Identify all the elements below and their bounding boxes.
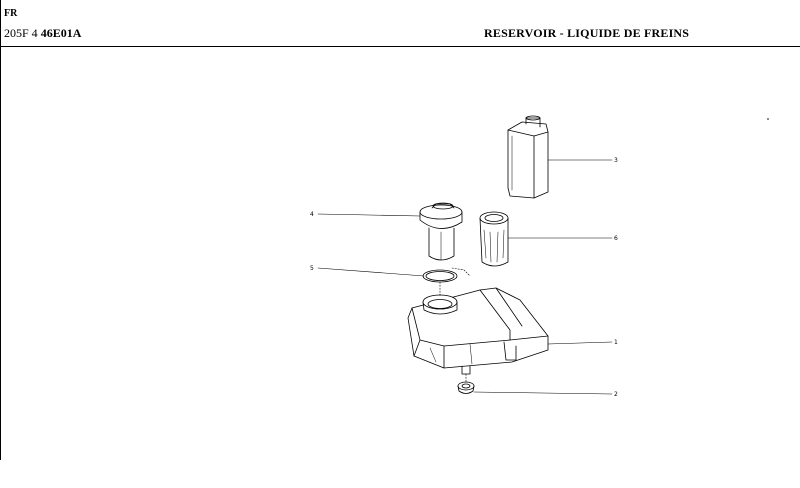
callout-4: 4 [310, 211, 314, 218]
callout-1: 1 [614, 339, 618, 346]
language-code: FR [4, 8, 18, 19]
page-code: 46E01A [40, 26, 82, 40]
filler-cap-part [419, 202, 463, 261]
callout-5: 5 [310, 265, 314, 272]
callout-2: 2 [614, 391, 618, 398]
model-prefix: 205F 4 [4, 26, 38, 40]
page-reference: 205F 4 46E01A [4, 26, 81, 41]
seal-ring-part [422, 269, 458, 283]
grommet-part [457, 381, 475, 394]
fluid-can-part [507, 115, 549, 199]
page-title: RESERVOIR - LIQUIDE DE FREINS [484, 26, 690, 40]
strainer-part [479, 211, 509, 267]
callout-6: 6 [614, 235, 618, 242]
leader-lines [317, 159, 613, 395]
callout-3: 3 [614, 157, 618, 164]
margin-mark [767, 118, 769, 120]
reservoir-part [407, 287, 549, 375]
